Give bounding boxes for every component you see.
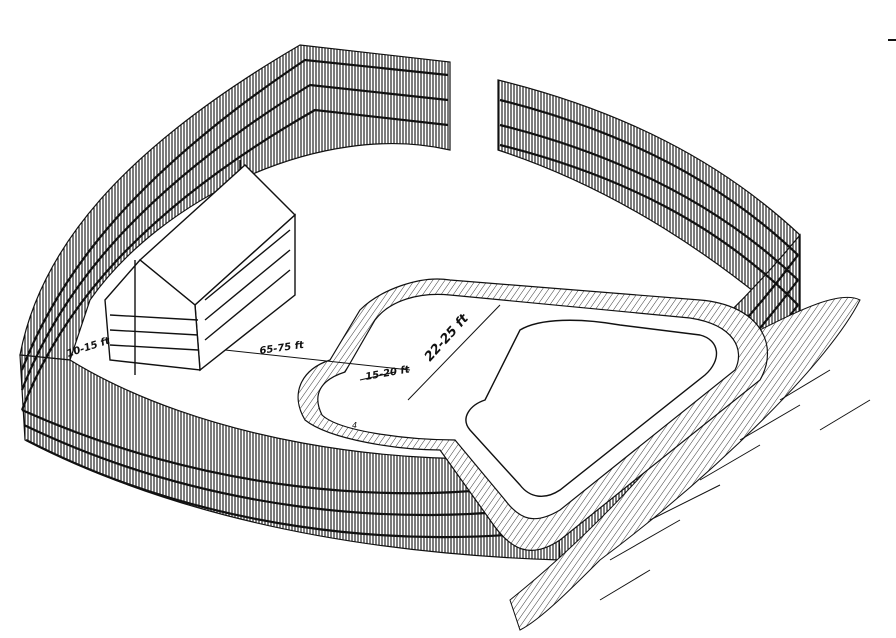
house-distance-label: 65-75 ft [259, 340, 306, 357]
fence-back-left [19, 44, 451, 361]
shelter [104, 160, 297, 375]
water-lines [599, 369, 871, 601]
pool-small-label: 4 [352, 421, 357, 430]
dimension-lines [224, 304, 501, 401]
river-bank [509, 296, 861, 631]
pool-island [465, 319, 718, 497]
